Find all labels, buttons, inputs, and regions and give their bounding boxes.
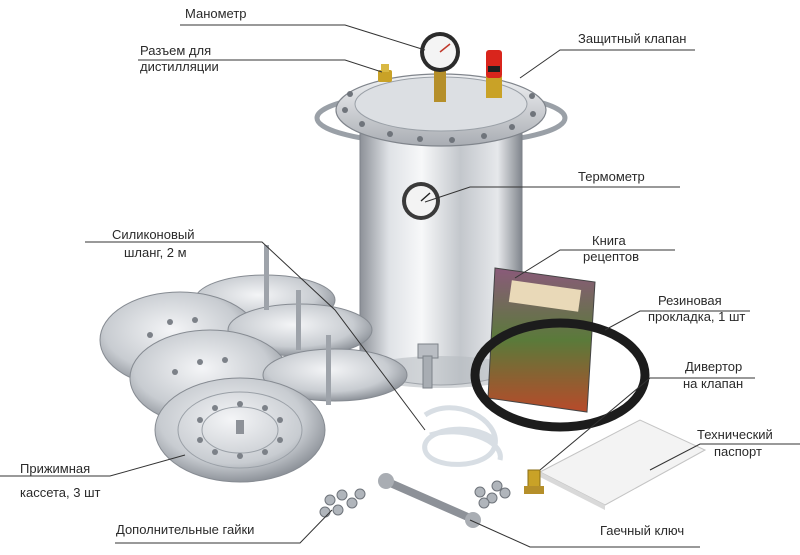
label-diverter-line1: Дивертор — [685, 359, 743, 374]
leader-safety-valve — [519, 49, 695, 79]
leader-nuts — [115, 509, 333, 544]
label-thermometer: Термометр — [578, 169, 645, 184]
leader-cassette — [0, 454, 186, 477]
distillation-connector — [378, 70, 392, 82]
leader-diverter — [539, 377, 755, 471]
pressure-cassettes — [99, 245, 408, 483]
label-wrench: Гаечный ключ — [600, 523, 685, 538]
label-manometer: Манометр — [185, 6, 247, 21]
label-nuts: Дополнительные гайки — [116, 522, 255, 537]
label-diverter-line2: на клапан — [683, 376, 744, 391]
label-cassette-line2: кассета, 3 шт — [20, 485, 101, 500]
diverter — [524, 469, 544, 494]
leader-manometer — [180, 24, 426, 51]
technical-passport — [538, 419, 707, 510]
label-safety-valve: Защитный клапан — [578, 31, 687, 46]
leader-wrench — [469, 519, 700, 548]
leader-hose — [85, 241, 426, 431]
label-book-line1: Книга — [592, 233, 626, 248]
leader-passport — [649, 443, 800, 471]
label-gasket-line2: прокладка, 1 шт — [648, 309, 746, 324]
safety-valve — [486, 76, 502, 98]
leader-distillation — [138, 59, 383, 73]
leader-gasket — [604, 310, 750, 331]
leader-lines — [0, 24, 800, 548]
wrench — [378, 473, 481, 528]
label-gasket-line1: Резиновая — [658, 293, 722, 308]
label-distillation-line2: дистилляции — [140, 59, 219, 74]
leader-book — [514, 249, 675, 279]
label-cassette-line1: Прижимная — [20, 461, 91, 476]
silicone-hose — [422, 405, 503, 467]
label-passport-line2: паспорт — [714, 444, 762, 459]
label-distillation-line1: Разъем для — [140, 43, 212, 58]
leader-thermometer — [424, 186, 680, 203]
rubber-gasket — [470, 318, 650, 432]
label-hose-line2: шланг, 2 м — [124, 245, 187, 260]
manometer-stem — [434, 62, 446, 102]
label-hose-line1: Силиконовый — [112, 227, 195, 242]
recipe-book — [487, 267, 596, 413]
label-passport-line1: Технический — [697, 427, 773, 442]
extra-nuts — [319, 480, 511, 518]
label-book-line2: рецептов — [583, 249, 639, 264]
